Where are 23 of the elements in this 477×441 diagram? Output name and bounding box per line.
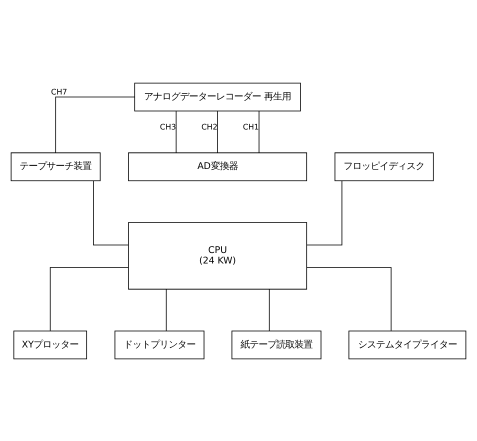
node-box: システムタイプライター: [348, 330, 466, 359]
edge-label: CH2: [201, 122, 218, 132]
connector: [166, 288, 167, 331]
node-box: フロッピイディスク: [334, 152, 434, 181]
node-box: ドットプリンター: [114, 330, 204, 359]
node-box: テープサーチ装置: [10, 152, 101, 181]
node-box: CPU (24 KW): [128, 222, 308, 290]
connector: [306, 180, 342, 245]
connector: [268, 288, 270, 331]
connector: [306, 266, 392, 331]
connector: [50, 266, 129, 331]
node-box: XYプロッター: [13, 330, 88, 359]
edge-label: CH7: [51, 87, 68, 96]
node-box: アナログデーターレコーダー 再生用: [134, 82, 301, 111]
connector: [258, 110, 260, 153]
node-box: AD変換器: [128, 152, 308, 181]
edge-label: CH1: [242, 122, 259, 132]
connector: [93, 180, 129, 245]
connector: [176, 110, 177, 153]
node-box: 紙テープ読取装置: [232, 330, 322, 359]
connector: [55, 96, 135, 153]
edge-label: CH3: [160, 122, 176, 132]
connector: [217, 110, 218, 153]
